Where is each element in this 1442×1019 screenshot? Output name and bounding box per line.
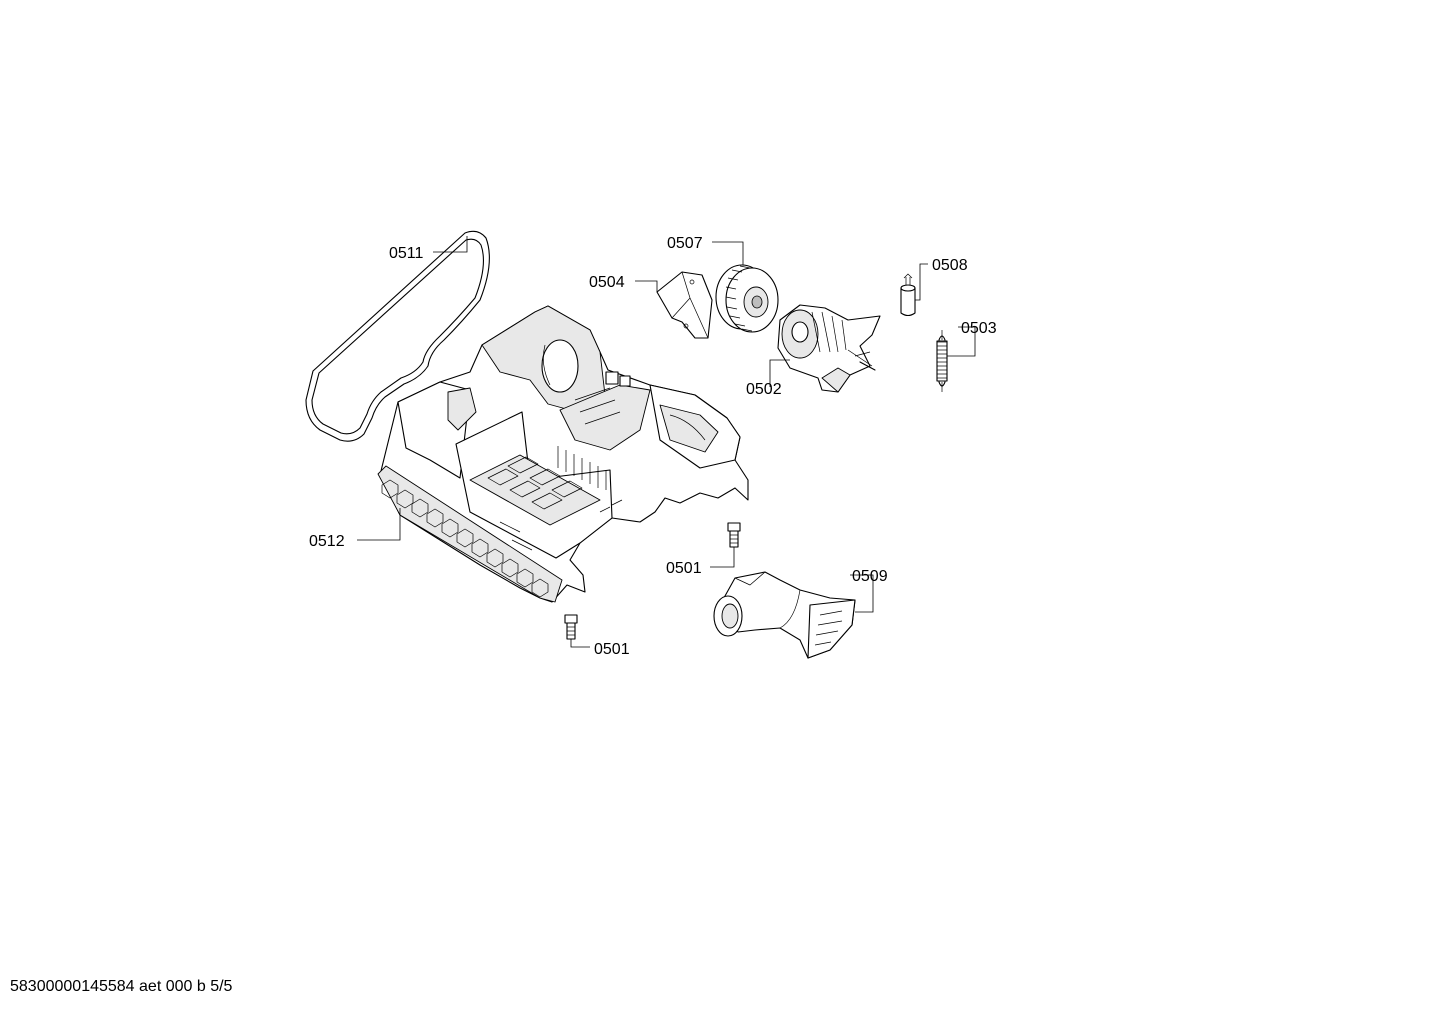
base-frame-part <box>377 305 749 603</box>
callout-0511: 0511 <box>389 245 424 262</box>
spring-part <box>936 330 948 392</box>
screw-part-upper <box>727 522 741 548</box>
callout-0501-upper: 0501 <box>666 560 702 577</box>
callout-0503: 0503 <box>961 320 997 337</box>
callout-0509: 0509 <box>852 568 888 585</box>
callout-0508: 0508 <box>932 257 968 274</box>
air-duct-part <box>713 571 856 659</box>
fan-wheel-part <box>715 264 779 333</box>
capacitor-part <box>900 273 916 317</box>
document-footer-id: 58300000145584 aet 000 b 5/5 <box>10 978 233 995</box>
callout-0501-lower: 0501 <box>594 641 630 658</box>
leader-lines <box>357 236 976 648</box>
callout-0502: 0502 <box>746 381 782 398</box>
callout-0504: 0504 <box>589 274 625 291</box>
callout-0512: 0512 <box>309 533 345 550</box>
gasket-part <box>305 230 490 442</box>
screw-part-lower <box>564 614 578 640</box>
motor-part <box>777 304 881 393</box>
callout-0507: 0507 <box>667 235 703 252</box>
fan-cover-part <box>656 271 713 339</box>
